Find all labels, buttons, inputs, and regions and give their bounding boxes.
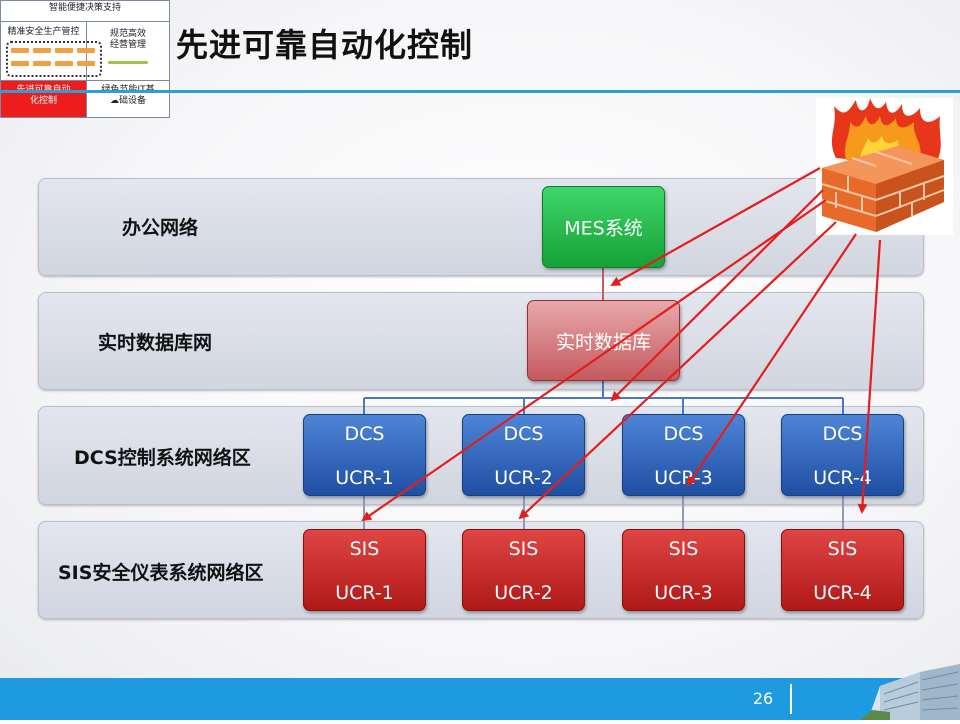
node-sis-ucr4[interactable]: SIS UCR-4	[781, 529, 904, 611]
node-sis-ucr2-id: UCR-2	[494, 582, 553, 604]
page-title: 先进可靠自动化控制	[176, 26, 474, 64]
layer-label-rtdb: 实时数据库网	[98, 332, 213, 354]
nav-ops-label-line1: 规范高效	[109, 29, 146, 39]
arrow-to-ucr3	[686, 233, 857, 487]
node-dcs-ucr1-type: DCS	[344, 423, 385, 445]
firewall-icon	[816, 98, 953, 235]
section-nav-map: 智能便捷决策支持 精准安全生产管控 规范高效 经营管理 先进可靠自动 化控制 绿…	[0, 0, 170, 118]
page-separator	[790, 684, 792, 714]
layer-label-office: 办公网络	[122, 217, 199, 239]
nav-production-control-label: 精准安全生产管控	[7, 27, 80, 37]
nav-mini-grid-icon	[6, 41, 102, 77]
nav-green-line2: ☁础设备	[87, 96, 169, 107]
node-sis-ucr3-type: SIS	[668, 538, 699, 560]
node-rtdb[interactable]: 实时数据库	[527, 300, 680, 381]
nav-automation-label-line2: 化控制	[29, 96, 57, 106]
arrow-to-ucr1	[361, 199, 827, 522]
node-dcs-ucr4-type: DCS	[822, 423, 863, 445]
layer-label-sis: SIS安全仪表系统网络区	[58, 562, 264, 584]
title-divider	[0, 90, 960, 93]
nav-decision-support[interactable]: 智能便捷决策支持	[1, 1, 169, 22]
arrow-to-ucr4	[857, 239, 882, 514]
node-sis-ucr1[interactable]: SIS UCR-1	[303, 529, 426, 611]
node-sis-ucr1-id: UCR-1	[335, 582, 394, 604]
node-dcs-ucr4[interactable]: DCS UCR-4	[781, 414, 904, 496]
layer-office-network	[38, 178, 924, 276]
node-dcs-ucr2-type: DCS	[503, 423, 544, 445]
node-sis-ucr4-id: UCR-4	[813, 582, 872, 604]
node-dcs-ucr2-id: UCR-2	[494, 467, 553, 489]
node-dcs-ucr1[interactable]: DCS UCR-1	[303, 414, 426, 496]
node-sis-ucr1-type: SIS	[349, 538, 380, 560]
node-mes-label: MES系统	[564, 217, 643, 240]
cloud-icon: ☁	[109, 96, 119, 106]
node-sis-ucr2-type: SIS	[508, 538, 539, 560]
node-sis-ucr2[interactable]: SIS UCR-2	[462, 529, 585, 611]
building-photo	[860, 650, 960, 720]
nav-ops-underline-icon	[108, 61, 148, 64]
arrow-to-mes	[610, 167, 821, 286]
node-dcs-ucr3[interactable]: DCS UCR-3	[622, 414, 745, 496]
footer-bar	[0, 678, 960, 720]
node-sis-ucr3[interactable]: SIS UCR-3	[622, 529, 745, 611]
node-dcs-ucr2[interactable]: DCS UCR-2	[462, 414, 585, 496]
node-dcs-ucr3-id: UCR-3	[654, 467, 713, 489]
node-dcs-ucr1-id: UCR-1	[335, 467, 394, 489]
node-mes[interactable]: MES系统	[542, 186, 665, 268]
nav-operations-management[interactable]: 规范高效 经营管理	[87, 21, 169, 81]
arrow-to-rtdb	[610, 189, 824, 402]
node-dcs-ucr3-type: DCS	[663, 423, 704, 445]
page-number: 26	[752, 689, 774, 708]
layer-label-dcs: DCS控制系统网络区	[74, 447, 251, 469]
node-dcs-ucr4-id: UCR-4	[813, 467, 872, 489]
layer-rtdb-network	[38, 292, 924, 390]
nav-green-label-line2: 础设备	[118, 96, 146, 106]
node-sis-ucr4-type: SIS	[827, 538, 858, 560]
node-sis-ucr3-id: UCR-3	[654, 582, 713, 604]
arrow-to-ucr2	[518, 221, 837, 520]
nav-ops-label-line2: 经营管理	[109, 40, 146, 50]
